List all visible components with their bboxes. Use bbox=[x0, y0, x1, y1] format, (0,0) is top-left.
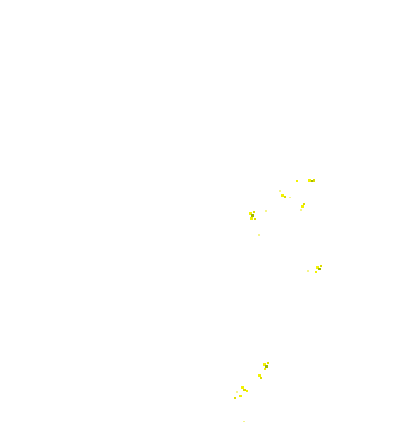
speck bbox=[258, 234, 260, 236]
speck bbox=[320, 265, 322, 267]
speck bbox=[281, 194, 284, 197]
speck bbox=[307, 270, 309, 272]
speck bbox=[316, 266, 319, 269]
speck bbox=[301, 205, 304, 208]
speck bbox=[258, 374, 261, 377]
speck bbox=[313, 179, 315, 182]
speck bbox=[265, 365, 268, 368]
speck bbox=[254, 218, 256, 220]
speck bbox=[250, 217, 253, 220]
speck bbox=[289, 197, 291, 198]
speck bbox=[267, 362, 269, 364]
speck-cluster-bottom bbox=[234, 362, 269, 422]
speck bbox=[279, 190, 281, 192]
speck bbox=[246, 390, 248, 392]
speck bbox=[260, 377, 262, 379]
speck bbox=[300, 209, 302, 211]
speck bbox=[296, 180, 298, 182]
speck bbox=[318, 268, 321, 270]
speck bbox=[236, 391, 238, 393]
speck bbox=[243, 421, 245, 422]
speck bbox=[264, 368, 266, 370]
speck bbox=[249, 212, 252, 215]
speck-cluster-top bbox=[279, 179, 315, 211]
speck bbox=[251, 214, 254, 217]
speck bbox=[239, 395, 242, 397]
speck bbox=[311, 180, 313, 182]
speck bbox=[308, 179, 311, 182]
speck bbox=[234, 397, 236, 399]
speck bbox=[253, 211, 255, 213]
speck bbox=[263, 363, 266, 366]
speck bbox=[241, 386, 244, 389]
speck bbox=[315, 271, 317, 273]
speck-cluster-left bbox=[249, 210, 267, 236]
speck bbox=[243, 389, 246, 391]
speck bbox=[303, 203, 305, 205]
speck bbox=[265, 210, 267, 212]
speck bbox=[284, 196, 286, 198]
speck-cluster-middle bbox=[307, 265, 322, 273]
